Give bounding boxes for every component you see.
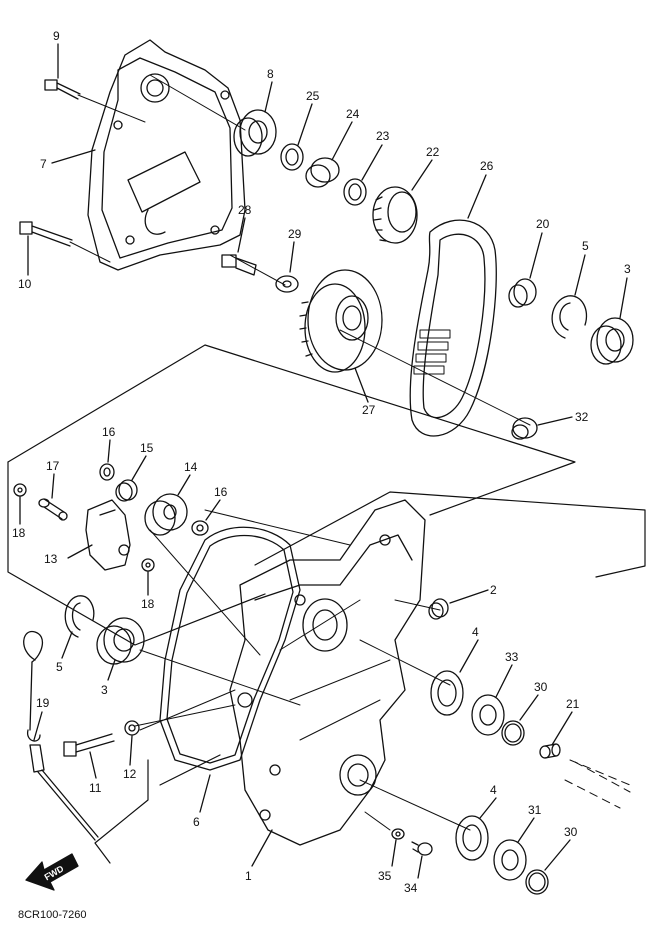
chaincase-cover bbox=[87, 39, 246, 271]
seal-32 bbox=[511, 417, 538, 440]
callout-25: 25 bbox=[306, 89, 320, 103]
callout-15: 15 bbox=[140, 441, 154, 455]
callout-5-lower: 5 bbox=[56, 660, 63, 674]
callout-13: 13 bbox=[44, 552, 58, 566]
drive-chain-26 bbox=[409, 219, 497, 437]
leader-lines bbox=[69, 74, 631, 831]
seal-23 bbox=[343, 178, 367, 206]
bolt-10 bbox=[19, 221, 73, 247]
drawing-code: 8CR100-7260 bbox=[18, 909, 87, 921]
callout-6: 6 bbox=[193, 815, 200, 829]
callout-18-lower: 18 bbox=[141, 597, 155, 611]
roller-14 bbox=[144, 493, 188, 536]
bearing-31 bbox=[493, 839, 527, 881]
bushing-16-upper bbox=[99, 463, 115, 481]
callout-24: 24 bbox=[346, 107, 360, 121]
callout-2: 2 bbox=[490, 583, 497, 597]
callout-1: 1 bbox=[245, 869, 252, 883]
callout-26: 26 bbox=[480, 159, 494, 173]
callout-3-lower: 3 bbox=[101, 683, 108, 697]
callout-33: 33 bbox=[505, 650, 519, 664]
callout-7: 7 bbox=[40, 157, 47, 171]
forward-arrow-icon: FWD bbox=[25, 853, 79, 891]
callout-12: 12 bbox=[123, 767, 137, 781]
subassembly-frame bbox=[7, 344, 646, 864]
callout-22: 22 bbox=[426, 145, 440, 159]
callout-32: 32 bbox=[575, 410, 589, 424]
bearing-33 bbox=[471, 694, 505, 736]
callout-30-lower: 30 bbox=[564, 825, 578, 839]
circlip-30-upper bbox=[501, 720, 525, 746]
callout-19: 19 bbox=[36, 696, 50, 710]
callout-17: 17 bbox=[46, 459, 60, 473]
callout-31: 31 bbox=[528, 803, 542, 817]
roller-bearing-15 bbox=[115, 479, 138, 502]
collar-20 bbox=[508, 278, 537, 308]
sprocket-27 bbox=[299, 269, 383, 373]
washer-35 bbox=[391, 828, 405, 840]
plug-2 bbox=[428, 598, 449, 620]
callout-21: 21 bbox=[566, 697, 580, 711]
callout-35: 35 bbox=[378, 869, 392, 883]
callout-16-lower: 16 bbox=[214, 485, 228, 499]
callout-30-upper: 30 bbox=[534, 680, 548, 694]
bolt-9 bbox=[44, 79, 81, 100]
gasket-6 bbox=[159, 526, 301, 771]
callout-3-upper: 3 bbox=[624, 262, 631, 276]
callout-34: 34 bbox=[404, 881, 418, 895]
shaft-17 bbox=[38, 498, 68, 521]
bushing-16-lower bbox=[191, 520, 209, 536]
callouts: 9 7 10 8 25 24 23 22 26 28 29 20 5 3 27 … bbox=[12, 29, 631, 895]
callout-20: 20 bbox=[536, 217, 550, 231]
nut-18-lower bbox=[141, 558, 155, 572]
nut-18-upper bbox=[13, 483, 27, 497]
circlip-5-upper bbox=[551, 295, 588, 339]
pin-21 bbox=[539, 743, 561, 759]
callout-11: 11 bbox=[89, 781, 102, 795]
chaincase-housing-1 bbox=[229, 499, 426, 846]
dipstick-19 bbox=[23, 630, 99, 841]
circlip-30-lower bbox=[525, 869, 549, 895]
circlip-5-lower bbox=[64, 595, 95, 638]
callout-10: 10 bbox=[18, 277, 32, 291]
nut-12 bbox=[124, 720, 140, 736]
callout-5-upper: 5 bbox=[582, 239, 589, 253]
seal-25 bbox=[280, 143, 304, 171]
callout-23: 23 bbox=[376, 129, 390, 143]
bearing-8 bbox=[233, 109, 277, 157]
oil-seal-4-upper bbox=[430, 670, 464, 716]
tensioner-arm-13 bbox=[85, 499, 131, 571]
callout-28: 28 bbox=[238, 203, 252, 217]
callout-4-lower: 4 bbox=[490, 783, 497, 797]
callout-18-upper: 18 bbox=[12, 526, 26, 540]
shaft-outline bbox=[564, 761, 631, 809]
bolt-28 bbox=[221, 254, 257, 276]
bolt-34 bbox=[411, 841, 433, 856]
bearing-3-upper bbox=[590, 317, 634, 365]
oil-seal-4-lower bbox=[455, 815, 489, 861]
spacer-24 bbox=[305, 157, 340, 188]
bearing-3-lower bbox=[96, 617, 145, 665]
washer-29 bbox=[275, 275, 299, 293]
sprocket-22 bbox=[372, 186, 418, 244]
bolt-11 bbox=[63, 733, 115, 757]
callout-8: 8 bbox=[267, 67, 274, 81]
callout-4-upper: 4 bbox=[472, 625, 479, 639]
callout-16-upper: 16 bbox=[102, 425, 116, 439]
callout-29: 29 bbox=[288, 227, 302, 241]
callout-9: 9 bbox=[53, 29, 60, 43]
callout-14: 14 bbox=[184, 460, 198, 474]
callout-27: 27 bbox=[362, 403, 376, 417]
